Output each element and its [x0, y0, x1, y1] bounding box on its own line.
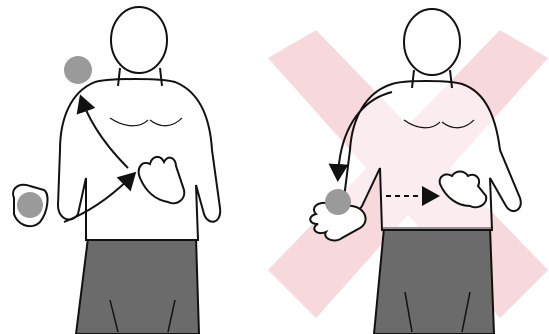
panel-correct: [13, 7, 220, 334]
head: [404, 9, 460, 75]
ball-in-hand: [325, 189, 351, 215]
ball-in-hand: [17, 192, 43, 218]
ball-airborne: [64, 56, 92, 84]
panel-incorrect: [268, 9, 548, 334]
head: [111, 7, 167, 73]
pants: [374, 228, 494, 334]
pants: [76, 238, 199, 334]
